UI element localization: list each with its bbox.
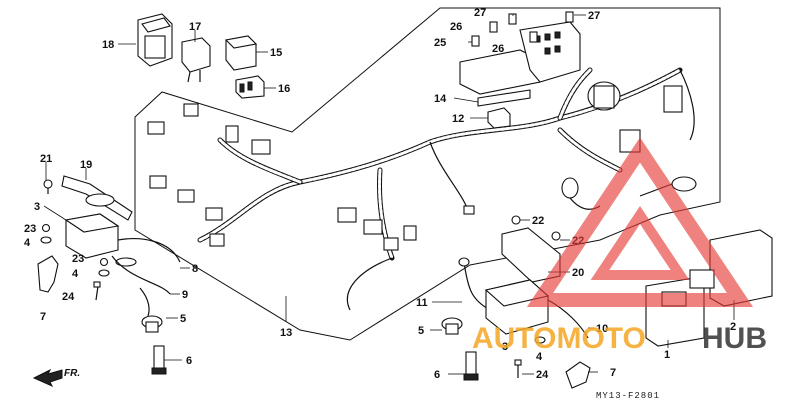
cable-plug-center [561,177,601,210]
bolt-21 [43,179,53,194]
washer-4-left-upper [40,236,52,244]
callout-17: 17 [189,21,201,33]
callout-26a: 26 [450,21,462,33]
watermark-triangle-logo [526,137,754,307]
callout-19: 19 [80,159,92,171]
relay-12 [487,107,511,129]
callout-4-left-upper: 4 [24,237,31,249]
nut-23-left-lower [99,257,109,267]
plug-cap-7-left [37,255,59,293]
nut-23-left-upper [41,223,51,233]
relay-17 [181,37,211,83]
callout-23-left-lower: 23 [72,253,84,265]
fuse-25 [471,35,480,47]
callout-24-right: 24 [536,369,549,381]
direction-label: FR. [64,368,80,379]
callout-10: 10 [596,323,608,335]
callout-20: 20 [572,267,584,279]
callout-6-left: 6 [186,355,192,367]
spark-plug-wire-8 [115,238,181,267]
fuse-26a [489,21,498,33]
bolt-24-right [514,359,522,378]
callout-16: 16 [278,83,290,95]
callout-25: 25 [434,37,446,49]
callout-27b: 27 [588,10,600,22]
automotohub-watermark: AUTOMOTO HUB [472,137,767,355]
boot-5-left [141,315,163,333]
callout-13: 13 [280,327,292,339]
callout-1: 1 [664,349,670,361]
plug-6-right [463,351,479,381]
callout-5-left: 5 [180,313,186,325]
wire-11 [458,257,491,311]
harness-connector-cluster-center [337,205,475,251]
callout-14: 14 [434,93,447,105]
front-direction-arrow: FR. [32,368,80,388]
callout-labels: 18 17 15 16 27 27 26 26 25 14 12 21 19 3… [24,7,736,381]
callout-3-right: 3 [502,341,508,353]
harness-connector-cluster-left [147,103,271,247]
callout-2: 2 [730,321,736,333]
boot-5-right [441,317,463,335]
ignition-coil-3-right [484,279,550,335]
watermark-brand-right: HUB [702,322,767,355]
fuse-27b [565,11,574,23]
callout-3-left: 3 [34,201,40,213]
fuse-27a [508,13,517,25]
relay-18 [137,13,173,67]
callout-7-right: 7 [610,367,616,379]
plug-6-left [151,345,167,375]
callout-4-right: 4 [536,351,543,363]
harness-group-outline [134,7,721,341]
bracket-19 [61,175,133,221]
connector-16 [235,75,265,99]
callout-5-right: 5 [418,325,424,337]
watermark-brand-left: AUTOMOTO [472,322,646,355]
callout-9: 9 [182,289,188,301]
relay-15 [224,35,258,71]
callout-11: 11 [416,297,428,309]
callout-7-left: 7 [40,311,46,323]
bolt-22b [551,231,561,241]
callout-8: 8 [192,263,198,275]
callout-4-left-lower: 4 [72,268,79,280]
callout-12: 12 [452,113,464,125]
spark-plug-wire-9 [111,255,171,317]
washer-4-left-lower [98,269,110,277]
fuse-26b [529,31,538,43]
drawing-code: MY13-F2801 [596,391,660,400]
callout-21: 21 [40,153,52,165]
washer-4-right [534,336,546,344]
callout-15: 15 [270,47,282,59]
callout-26b: 26 [492,43,504,55]
callout-18: 18 [102,39,114,51]
ignition-coil-3-left [64,213,120,259]
fuse-box-assembly [459,21,581,107]
ignition-coil-module [587,81,621,111]
plug-cap-7-right [565,361,591,389]
callout-22a: 22 [532,215,544,227]
callout-24-left: 24 [62,291,75,303]
callout-6-right: 6 [434,369,440,381]
bolt-24-left [93,281,101,301]
callout-27a: 27 [474,7,486,19]
bolt-22a [511,215,521,225]
callout-23-left-upper: 23 [24,223,36,235]
